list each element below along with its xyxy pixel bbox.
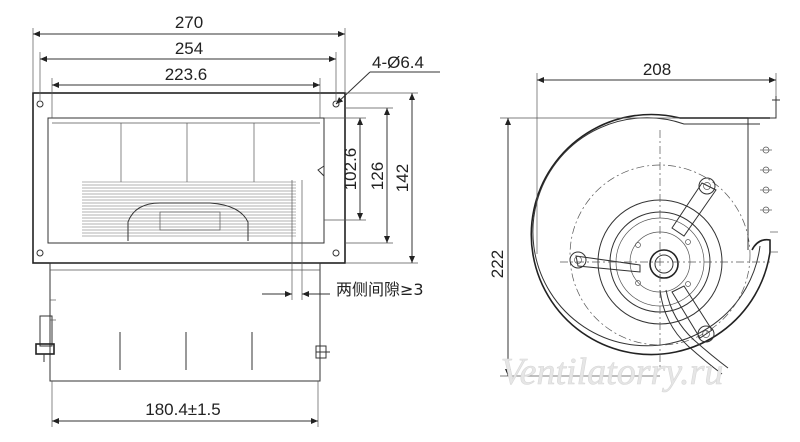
front-view	[32, 92, 346, 382]
outlet-frame	[47, 117, 325, 244]
terminal-connector	[315, 345, 330, 359]
dim-outlet-height: 102.6	[341, 148, 360, 191]
impeller-blades	[82, 181, 296, 237]
housing-slots	[119, 332, 253, 370]
dim-frame-height-inner: 126	[368, 162, 387, 190]
side-clearance-note: 两侧间隙≥3	[336, 280, 424, 299]
dim-side-height: 222	[488, 250, 507, 278]
scroll-housing	[530, 113, 771, 356]
cable-gland	[35, 315, 55, 362]
motor-clamp	[159, 211, 221, 231]
dim-inlet-width: 223.6	[165, 65, 208, 84]
mount-hole-bottom-right	[332, 249, 340, 257]
mount-hole-top-left	[36, 100, 44, 108]
housing-body	[49, 262, 321, 382]
motor-support-arms	[569, 177, 717, 343]
hole-callout: 4-Ø6.4	[372, 53, 424, 72]
motor-hub	[649, 249, 679, 279]
dim-overall-width: 270	[175, 13, 203, 32]
dim-side-width: 208	[643, 60, 671, 79]
side-dimensions: 208 222	[488, 60, 777, 377]
side-view	[530, 96, 780, 375]
dim-frame-height-outer: 142	[393, 164, 412, 192]
watermark: Ventilatorry.ru	[501, 351, 724, 393]
dim-mount-hole-span: 254	[175, 39, 203, 58]
motor-outline	[127, 202, 249, 241]
motor-cable	[665, 289, 729, 369]
side-fitting	[317, 165, 325, 178]
dim-motor-span: 180.4±1.5	[145, 400, 221, 419]
outlet-ribs	[52, 122, 320, 182]
scroll-inner	[532, 117, 761, 347]
outlet-flange-plate	[747, 96, 780, 253]
front-dimensions: 270 254 223.6 4-Ø6.4 102.6 126 142	[32, 13, 440, 427]
mount-hole-bottom-left	[36, 249, 44, 257]
